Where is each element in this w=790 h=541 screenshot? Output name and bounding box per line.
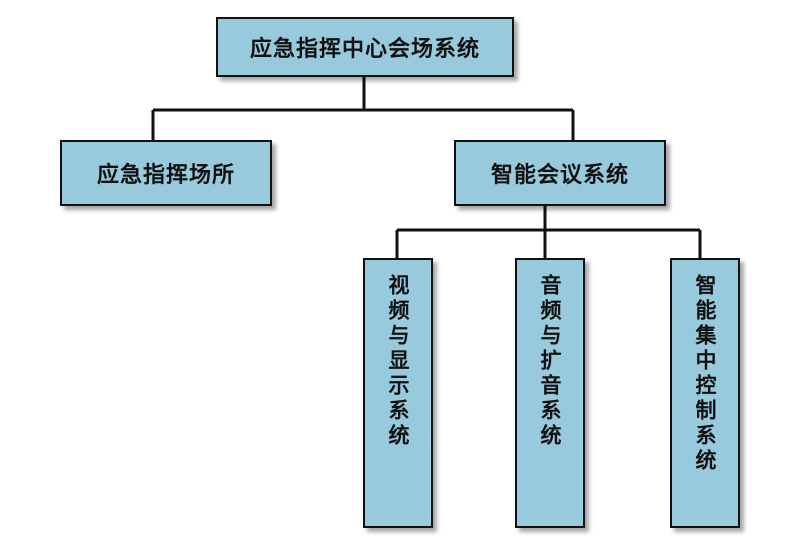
node-label: 音频与扩音系统 <box>538 274 562 449</box>
node-emergency-command-venue: 应急指挥场所 <box>60 140 272 206</box>
node-smart-conference-system: 智能会议系统 <box>454 140 666 206</box>
node-audio-amplification-system: 音频与扩音系统 <box>515 258 585 528</box>
node-emergency-command-center-venue-system: 应急指挥中心会场系统 <box>216 17 514 77</box>
node-label: 应急指挥中心会场系统 <box>249 37 480 62</box>
node-video-display-system: 视频与显示系统 <box>363 258 433 528</box>
node-label: 智能集中控制系统 <box>693 274 717 474</box>
node-smart-central-control-system: 智能集中控制系统 <box>670 258 740 528</box>
node-label: 视频与显示系统 <box>386 274 410 449</box>
node-label: 应急指挥场所 <box>96 163 235 188</box>
node-label: 智能会议系统 <box>490 163 629 188</box>
